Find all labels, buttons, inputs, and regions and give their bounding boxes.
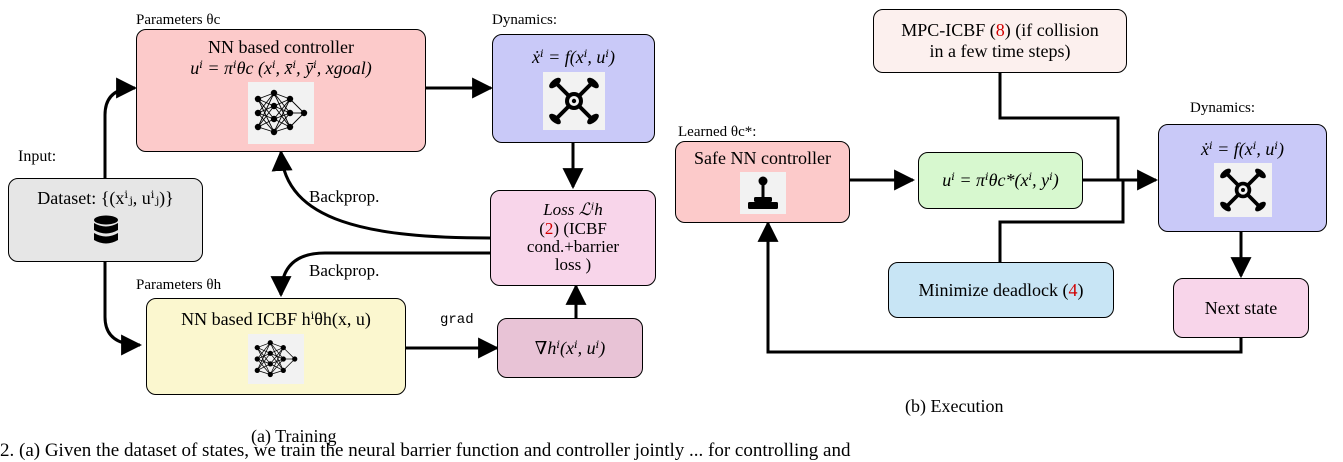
loss-title: Loss ℒⁱh bbox=[543, 200, 603, 220]
dynamics-box-execution: ẋⁱ = f(xⁱ, uⁱ) bbox=[1158, 124, 1327, 232]
loss-equation-ref: 2 bbox=[544, 218, 554, 238]
edge-mpc-to-policy bbox=[998, 73, 1120, 180]
mpc-equation-ref: 8 bbox=[995, 20, 1005, 41]
policy-formula: uⁱ = πⁱθc*(xⁱ, yⁱ) bbox=[942, 170, 1059, 191]
dynamics-box-training: ẋⁱ = f(xⁱ, uⁱ) bbox=[492, 34, 655, 143]
edge-dataset-to-icbf bbox=[103, 262, 143, 356]
neural-network-icon bbox=[248, 82, 314, 145]
dynamics-label-execution: Dynamics: bbox=[1190, 100, 1255, 116]
mpc-icbf-line-1: MPC-ICBF (8) (if collision bbox=[901, 20, 1099, 41]
loss-description-line-2: cond.+barrier bbox=[526, 237, 620, 256]
dataset-text: Dataset: {(xⁱⱼ, uⁱⱼ)} bbox=[37, 188, 174, 209]
mpc-icbf-box: MPC-ICBF (8) (if collision in a few time… bbox=[873, 9, 1127, 73]
gradient-box: ∇hⁱ(xⁱ, uⁱ) bbox=[497, 318, 643, 378]
caption-training: (a) Training bbox=[251, 426, 337, 446]
next-state-box: Next state bbox=[1173, 278, 1309, 338]
backprop-label-upper: Backprop. bbox=[309, 187, 380, 206]
edge-loss-backprop-controller bbox=[271, 149, 491, 240]
nn-icbf-title: NN based ICBF hⁱθh(x, u) bbox=[181, 309, 371, 330]
joystick-icon bbox=[739, 171, 786, 214]
minimize-deadlock-text: Minimize deadlock (4) bbox=[918, 279, 1084, 300]
edge-next-state-feedback bbox=[757, 220, 1243, 354]
learned-params-label: Learned θc*: bbox=[678, 124, 757, 140]
dynamics-formula-training: ẋⁱ = f(xⁱ, uⁱ) bbox=[532, 47, 615, 68]
safe-nn-controller-title: Safe NN controller bbox=[694, 148, 831, 168]
policy-box: uⁱ = πⁱθc*(xⁱ, yⁱ) bbox=[918, 152, 1083, 209]
loss-box: Loss ℒⁱh (2) (ICBF cond.+barrier loss ) bbox=[490, 190, 656, 286]
loss-description-line-1: (ICBF bbox=[563, 218, 607, 238]
caption-execution: (b) Execution bbox=[905, 396, 1004, 416]
body-text-fragment: 2. (a) Given the dataset of states, we t… bbox=[0, 440, 851, 461]
minimize-deadlock-box: Minimize deadlock (4) bbox=[888, 262, 1114, 318]
nn-controller-box: NN based controller uⁱ = πⁱθc (xⁱ, x̄ⁱ, … bbox=[136, 29, 426, 152]
input-label: Input: bbox=[18, 148, 57, 165]
database-icon bbox=[92, 215, 120, 252]
nn-icbf-box: NN based ICBF hⁱθh(x, u) bbox=[146, 298, 406, 395]
loss-description: (2) (ICBF bbox=[539, 218, 607, 238]
mpc-icbf-line-2: in a few time steps) bbox=[929, 41, 1071, 61]
neural-network-icon-icbf bbox=[248, 333, 304, 384]
icbf-params-label: Parameters θh bbox=[136, 277, 222, 293]
edge-deadlock-to-policy bbox=[998, 180, 1125, 262]
dataset-box: Dataset: {(xⁱⱼ, uⁱⱼ)} bbox=[8, 178, 203, 262]
loss-description-line-3: loss ) bbox=[554, 255, 592, 275]
nn-controller-formula: uⁱ = πⁱθc (xⁱ, x̄ⁱ, ȳⁱ, xgoal) bbox=[190, 57, 372, 78]
edge-loss-backprop-icbf bbox=[270, 251, 490, 298]
edge-dataset-to-controller bbox=[103, 77, 138, 178]
safe-nn-controller-box: Safe NN controller bbox=[675, 141, 850, 223]
drone-icon bbox=[542, 71, 605, 130]
controller-params-label: Parameters θc bbox=[136, 12, 221, 28]
grad-label: grad bbox=[440, 312, 474, 328]
backprop-label-lower: Backprop. bbox=[309, 261, 380, 280]
gradient-formula: ∇hⁱ(xⁱ, uⁱ) bbox=[534, 337, 606, 358]
dynamics-formula-execution: ẋⁱ = f(xⁱ, uⁱ) bbox=[1201, 138, 1284, 159]
deadlock-equation-ref: 4 bbox=[1068, 279, 1078, 300]
dynamics-label-training: Dynamics: bbox=[492, 12, 557, 28]
nn-controller-title: NN based controller bbox=[208, 36, 354, 57]
drone-icon-execution bbox=[1213, 163, 1272, 218]
next-state-text: Next state bbox=[1204, 297, 1278, 318]
